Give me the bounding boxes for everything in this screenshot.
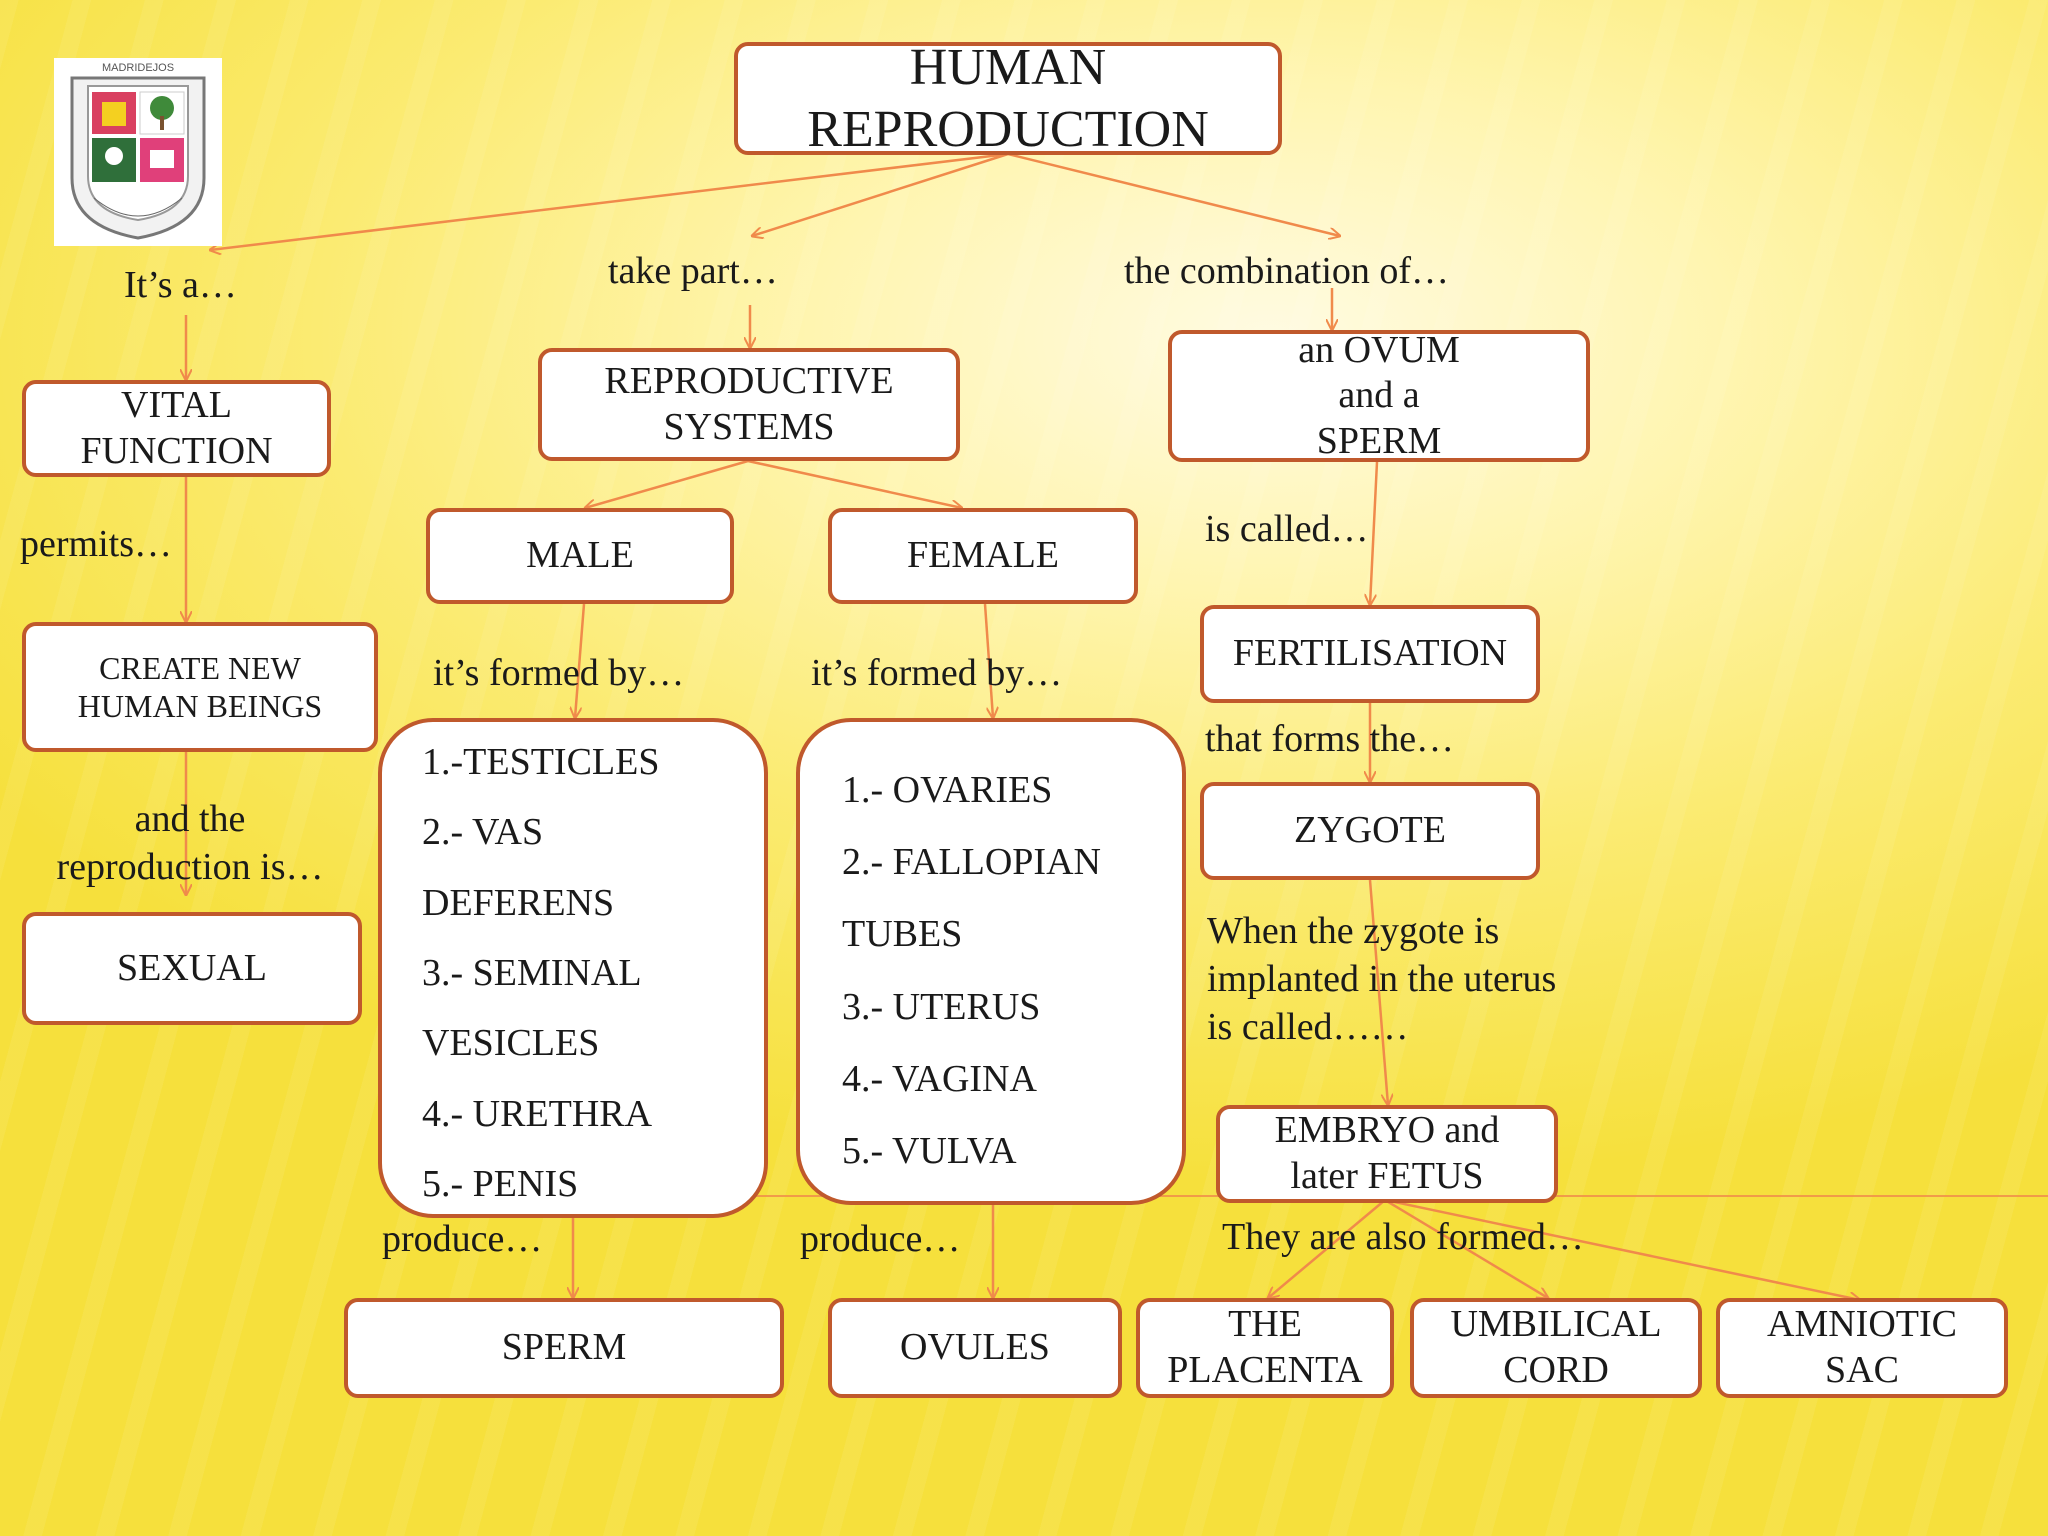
label-male-formed-by: it’s formed by…	[433, 652, 685, 694]
female-organs-list: 1.- OVARIES 2.- FALLOPIAN TUBES 3.- UTER…	[796, 718, 1186, 1205]
label-reproduction: reproduction is…	[56, 845, 324, 888]
male-organ-item: 3.- SEMINAL	[422, 951, 642, 994]
embryo-fetus-box: EMBRYO and later FETUS	[1216, 1105, 1558, 1203]
female-organ-item: 1.- OVARIES	[842, 769, 1053, 811]
male-organ-item: DEFERENS	[422, 881, 615, 924]
female-organ-item: 5.- VULVA	[842, 1129, 1017, 1172]
fertilisation-box: FERTILISATION	[1200, 605, 1540, 703]
arrow-systems-to-male	[585, 459, 749, 508]
label-female-produce: produce…	[800, 1218, 961, 1260]
label-is-called: is called…	[1205, 508, 1369, 550]
arrow-male-to-list	[575, 603, 586, 718]
umbilical-cord-box: UMBILICAL CORD	[1410, 1298, 1702, 1398]
title-line-1: HUMAN	[909, 42, 1107, 97]
embryo-line-2: later FETUS	[1290, 1155, 1484, 1197]
create-new-human-beings-box: CREATE NEW HUMAN BEINGS	[22, 622, 378, 752]
label-male-produce: produce…	[382, 1218, 543, 1260]
arrow-embryo-to-placenta	[1268, 1199, 1386, 1298]
ovum-line-1: an OVUM	[1298, 330, 1460, 371]
logo-top-text: MADRIDEJOS	[102, 62, 174, 74]
arrow-title-to-its-a	[210, 152, 1009, 250]
label-take-part: take part…	[608, 250, 778, 292]
zygote-note-line-1: When the zygote is	[1207, 910, 1500, 952]
label-reproduction-is: and the reproduction is…	[40, 796, 340, 891]
vital-function-line-1: VITAL	[121, 383, 232, 426]
sexual-text: SEXUAL	[117, 946, 267, 989]
ovum-line-3: SPERM	[1316, 419, 1442, 462]
create-new-line-2: HUMAN BEINGS	[77, 688, 323, 724]
zygote-note-line-3: is called……	[1207, 1005, 1409, 1048]
fertilisation-text: FERTILISATION	[1232, 632, 1508, 675]
sexual-box: SEXUAL	[22, 912, 362, 1025]
zygote-box: ZYGOTE	[1200, 782, 1540, 880]
male-organ-item: 2.- VAS	[422, 811, 544, 854]
reproductive-systems-box: REPRODUCTIVE SYSTEMS	[538, 348, 960, 461]
title-line-2: REPRODUCTION	[807, 100, 1209, 155]
ovum-and-sperm-box: an OVUM and a SPERM	[1168, 330, 1590, 462]
label-combination-of: the combination of…	[1124, 250, 1450, 292]
arrow-embryo-to-amniotic	[1384, 1198, 1860, 1300]
arrow-female-to-list	[983, 603, 993, 718]
label-its-a: It’s a…	[124, 264, 237, 306]
male-organ-item: 5.- PENIS	[422, 1162, 579, 1205]
female-organ-item: TUBES	[842, 913, 963, 956]
arrow-embryo-to-umbilical	[1384, 1198, 1548, 1298]
male-organ-item: VESICLES	[422, 1022, 600, 1065]
vital-function-box: VITAL FUNCTION	[22, 380, 331, 477]
ovules-box: OVULES	[828, 1298, 1122, 1398]
male-text: MALE	[526, 534, 634, 577]
arrow-systems-to-female	[747, 459, 962, 508]
arrow-title-to-take-part	[752, 152, 1009, 236]
ovum-line-2: and a	[1338, 374, 1420, 417]
placenta-line-1: THE	[1228, 1303, 1302, 1346]
female-organ-item: 4.- VAGINA	[842, 1057, 1037, 1100]
male-organs-list: 1.-TESTICLES 2.- VAS DEFERENS 3.- SEMINA…	[378, 718, 768, 1218]
female-box: FEMALE	[828, 508, 1138, 604]
arrow-title-to-combination	[1007, 152, 1340, 236]
placenta-box: THE PLACENTA	[1136, 1298, 1394, 1398]
reproductive-systems-line-2: SYSTEMS	[663, 405, 835, 448]
sperm-text: SPERM	[501, 1326, 627, 1369]
label-also-formed: They are also formed…	[1222, 1216, 1584, 1258]
male-organ-item: 1.-TESTICLES	[422, 741, 660, 783]
embryo-line-1: EMBRYO and	[1274, 1109, 1500, 1152]
umbilical-line-1: UMBILICAL	[1450, 1303, 1662, 1346]
amniotic-sac-box: AMNIOTIC SAC	[1716, 1298, 2008, 1398]
label-and-the: and the	[134, 798, 246, 840]
label-female-formed-by: it’s formed by…	[811, 652, 1063, 694]
male-box: MALE	[426, 508, 734, 604]
label-that-forms: that forms the…	[1205, 718, 1455, 760]
zygote-note-line-2: implanted in the uterus	[1207, 957, 1557, 1000]
sperm-box: SPERM	[344, 1298, 784, 1398]
arrow-ovum-to-fertilisation	[1370, 461, 1379, 605]
reproductive-systems-line-1: REPRODUCTIVE	[604, 359, 894, 402]
create-new-line-1: CREATE NEW	[99, 649, 301, 686]
zygote-text: ZYGOTE	[1294, 809, 1446, 852]
vital-function-line-2: FUNCTION	[80, 429, 273, 472]
label-zygote-note: When the zygote is implanted in the uter…	[1207, 908, 1556, 1052]
umbilical-line-2: CORD	[1503, 1349, 1609, 1391]
female-text: FEMALE	[907, 534, 1059, 577]
school-logo: MADRIDEJOS	[54, 58, 222, 246]
arrow-zygote-to-embryo	[1368, 879, 1388, 1105]
label-permits: permits…	[20, 523, 172, 565]
placenta-line-2: PLACENTA	[1167, 1349, 1363, 1391]
amniotic-line-2: SAC	[1825, 1349, 1899, 1391]
female-organ-item: 3.- UTERUS	[842, 985, 1041, 1028]
title-box: HUMAN REPRODUCTION	[734, 42, 1282, 155]
amniotic-line-1: AMNIOTIC	[1767, 1303, 1957, 1346]
ovules-text: OVULES	[900, 1326, 1050, 1369]
female-organ-item: 2.- FALLOPIAN	[842, 841, 1101, 884]
male-organ-item: 4.- URETHRA	[422, 1092, 653, 1135]
